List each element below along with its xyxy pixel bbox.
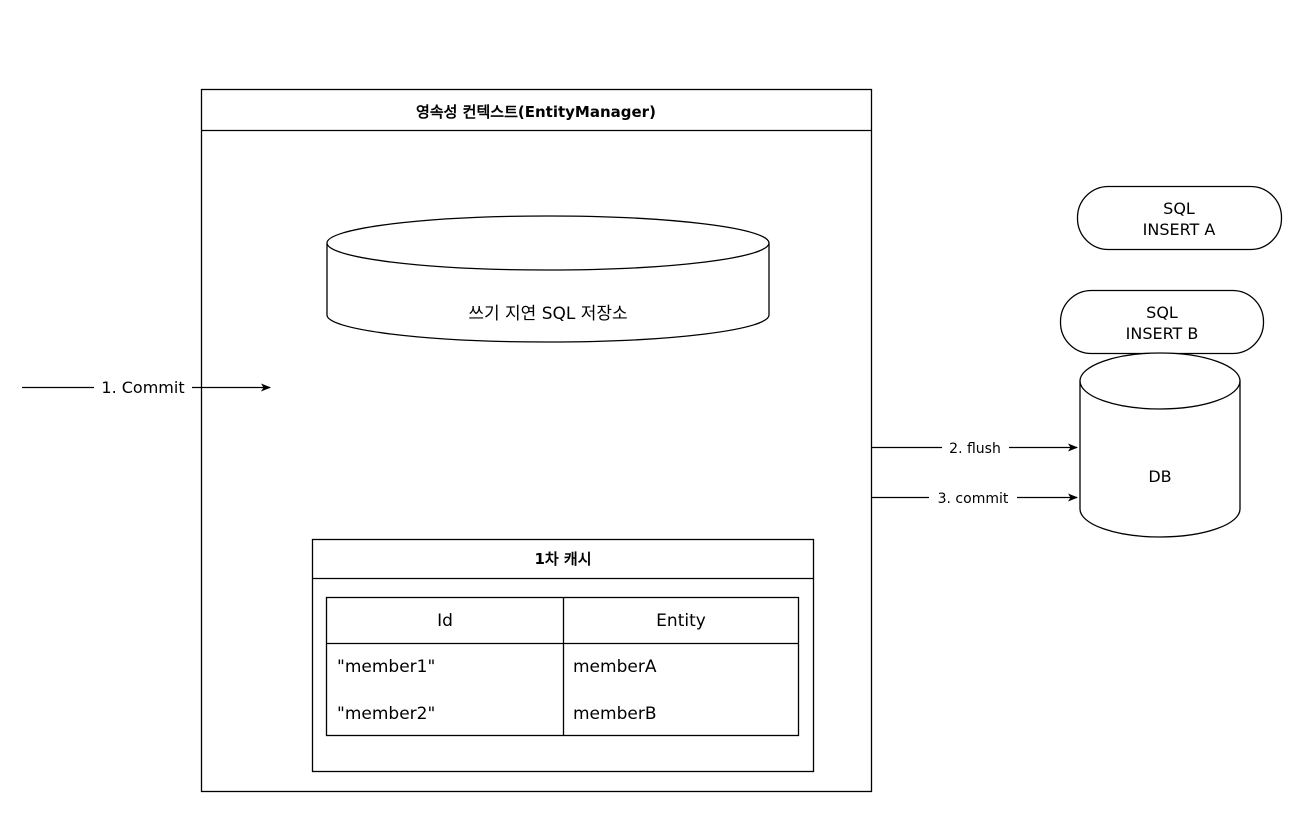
commit-in-arrow: 1. Commit — [22, 377, 271, 398]
flush-arrow-label: 2. flush — [949, 441, 1001, 457]
cache-table-cell-entity-row2: memberB — [573, 704, 656, 724]
sql-insert-a-line2: INSERT A — [1143, 220, 1216, 239]
write-behind-sql-store-cylinder: 쓰기 지연 SQL 저장소 — [326, 215, 770, 343]
sql-insert-b-line2: INSERT B — [1126, 324, 1199, 343]
flush-arrow: 2. flush — [872, 438, 1078, 458]
write-behind-sql-store-label: 쓰기 지연 SQL 저장소 — [468, 304, 627, 324]
commit-in-arrow-label: 1. Commit — [101, 378, 184, 397]
cache-table-cell-entity-row1: memberA — [573, 657, 657, 677]
cache-table: Id Entity "member1" memberA "member2" me… — [325, 596, 800, 737]
sql-insert-a-box: SQL INSERT A — [1076, 185, 1283, 251]
database-cylinder: DB — [1079, 352, 1241, 538]
commit-db-arrow-label: 3. commit — [938, 491, 1009, 507]
commit-db-arrow: 3. commit — [872, 488, 1078, 508]
cache-table-cell-id-row2: "member2" — [337, 704, 435, 724]
cache-table-cell-id-row1: "member1" — [337, 657, 435, 677]
database-label: DB — [1148, 467, 1171, 486]
sql-insert-b-box: SQL INSERT B — [1059, 289, 1265, 355]
cache-table-header-entity: Entity — [656, 611, 706, 631]
cache-table-header-id: Id — [437, 611, 453, 631]
sql-insert-b-line1: SQL — [1146, 303, 1178, 322]
first-level-cache-title: 1차 캐시 — [534, 550, 591, 568]
sql-insert-a-line1: SQL — [1163, 199, 1195, 218]
persistence-context-title: 영속성 컨텍스트(EntityManager) — [416, 103, 656, 121]
